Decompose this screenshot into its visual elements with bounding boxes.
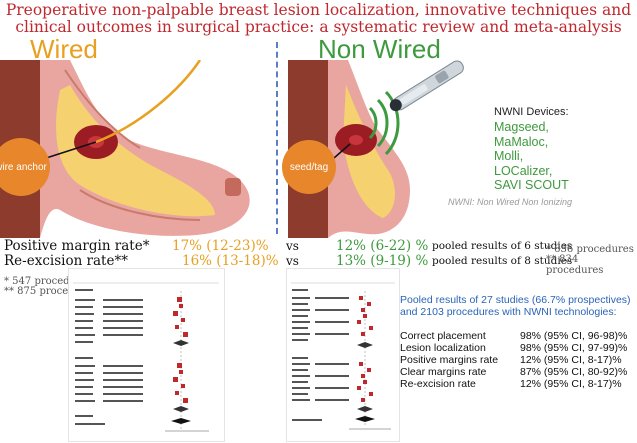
wire-anchor-callout: wire anchor — [0, 138, 50, 196]
pooled-results-list: Correct placement 98% (95% CI, 96-98)% L… — [400, 330, 627, 390]
nw-margin-value: 12% (6-22) % — [336, 238, 429, 254]
device-item: SAVI SCOUT — [494, 178, 569, 192]
nonwired-label: Non Wired — [318, 34, 441, 64]
wired-label: Wired — [30, 34, 98, 64]
pooled-row-value: 12% (95% CI, 8-17)% — [520, 354, 622, 366]
margin-rate-label: Positive margin rate* — [4, 238, 150, 254]
pooled-row-value: 87% (95% CI, 80-92)% — [520, 366, 628, 378]
nwni-note: NWNI: Non Wired Non Ionizing — [448, 197, 572, 207]
pooled-row: Positive margins rate 12% (95% CI, 8-17)… — [400, 354, 627, 366]
device-item: Molli, — [494, 149, 524, 163]
pooled-row-value: 98% (95% CI, 96-98)% — [520, 330, 628, 342]
device-item: Magseed, — [494, 120, 549, 134]
nw-reexcision-value: 13% (9-19) % — [336, 253, 429, 269]
pooled-row-value: 98% (95% CI, 97-99)% — [520, 342, 628, 354]
pooled-row-value: 12% (95% CI, 8-17)% — [520, 378, 622, 390]
devices-title: NWNI Devices: — [494, 106, 569, 118]
pooled-row: Re-excision rate 12% (95% CI, 8-17)% — [400, 378, 627, 390]
section-divider — [276, 42, 278, 234]
title-line-2: clinical outcomes in surgical practice: … — [15, 18, 622, 36]
nw-margin-note: pooled results of 6 studies — [432, 240, 573, 252]
pooled-heading-1: Pooled results of 27 studies (66.7% pros… — [400, 294, 631, 306]
wired-margin-value: 17% (12-23)% — [172, 238, 269, 254]
pooled-row-label: Correct placement — [400, 330, 486, 342]
probe-device-illustration — [389, 60, 464, 112]
pooled-row: Clear margins rate 87% (95% CI, 80-92)% — [400, 366, 627, 378]
title-line-1: Preoperative non-palpable breast lesion … — [5, 1, 632, 19]
pooled-row-label: Lesion localization — [400, 342, 486, 354]
nonwired-forest-plot — [286, 268, 400, 442]
reexcision-rate-label: Re-excision rate** — [4, 253, 128, 269]
vs-label: vs — [286, 239, 299, 253]
device-item: MaMaloc, — [494, 134, 549, 149]
devices-list: Magseed, MaMaloc, Molli, LOCalizer, SAVI… — [494, 120, 569, 193]
nw-reexcision-note: pooled results of 8 studies — [432, 255, 573, 267]
right-footnote-1: * 636 procedures — [546, 244, 634, 255]
vs-label: vs — [286, 254, 299, 268]
left-footnote-2: ** 875 procedures — [4, 286, 97, 297]
pooled-heading-2: and 2103 procedures with NWNI technologi… — [400, 306, 617, 318]
pooled-row-label: Clear margins rate — [400, 366, 487, 378]
pooled-row: Lesion localization 98% (95% CI, 97-99)% — [400, 342, 627, 354]
pooled-row-label: Positive margins rate — [400, 354, 499, 366]
device-item: LOCalizer, — [494, 163, 553, 178]
wired-reexcision-value: 16% (13-18)% — [182, 253, 279, 269]
wired-forest-plot — [68, 268, 225, 442]
seed-tag-callout: seed/tag — [282, 140, 336, 194]
right-footnote-2: ** 834 procedures — [546, 254, 604, 276]
pooled-row: Correct placement 98% (95% CI, 96-98)% — [400, 330, 627, 342]
left-footnote-1: * 547 procedures — [4, 276, 92, 287]
pooled-row-label: Re-excision rate — [400, 378, 476, 390]
